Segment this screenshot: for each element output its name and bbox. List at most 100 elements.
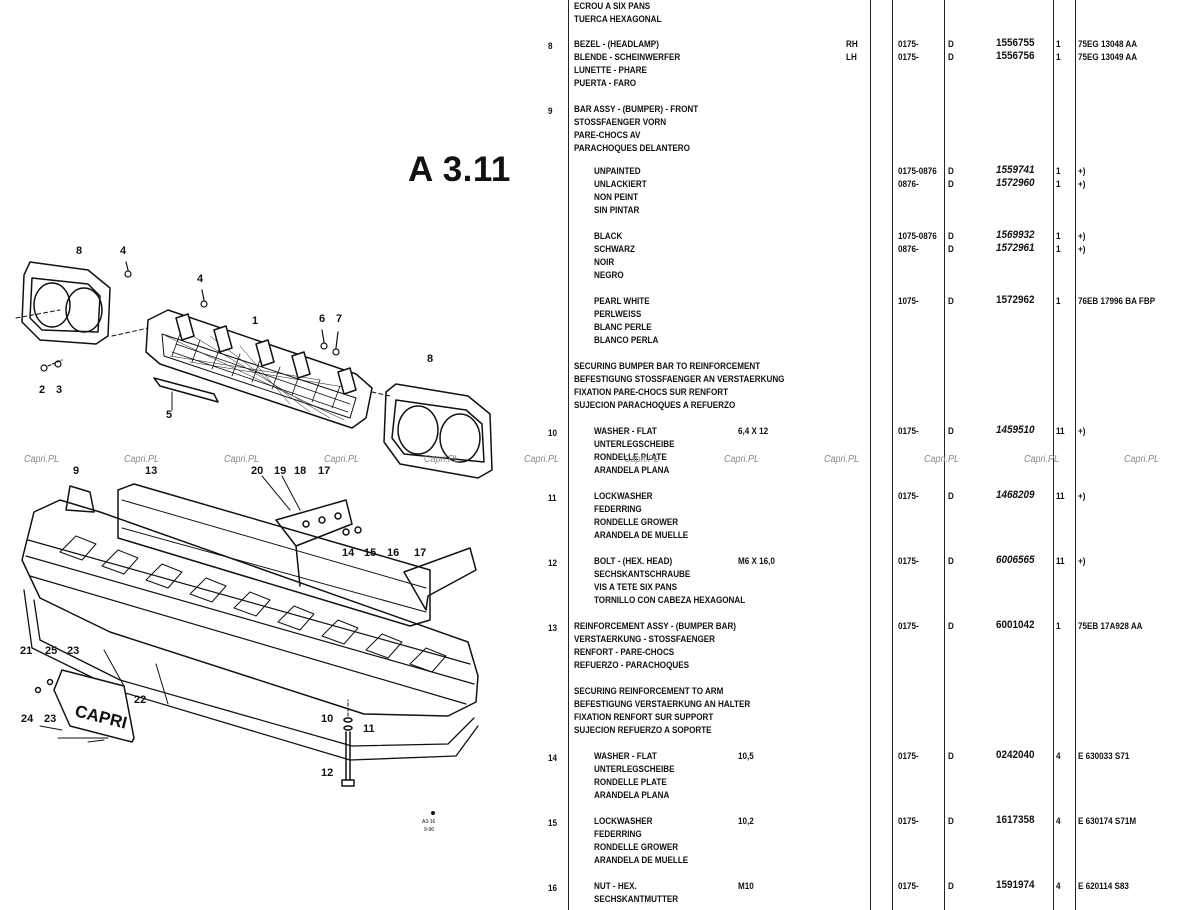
- watermark: Capri.PL: [123, 454, 159, 465]
- watermark: Capri.PL: [23, 454, 59, 465]
- engineering-number: +): [1078, 556, 1086, 566]
- watermark: Capri.PL: [1123, 454, 1159, 465]
- callout-label: 25: [45, 645, 57, 657]
- watermark: Capri.PL: [523, 454, 559, 465]
- description-line: LOCKWASHER: [594, 491, 653, 501]
- engineering-number: +): [1078, 491, 1086, 501]
- engineering-number: 75EB 17A928 AA: [1078, 621, 1143, 631]
- watermark: Capri.PL: [223, 454, 259, 465]
- callout-label: 13: [145, 465, 157, 477]
- callout-label: 5: [166, 409, 172, 421]
- description-line: UNPAINTED: [594, 166, 641, 176]
- description-line: BEFESTIGUNG VERSTAERKUNG AN HALTER: [574, 698, 751, 709]
- description-line: UNLACKIERT: [594, 178, 647, 189]
- description-line: FEDERRING: [594, 828, 642, 839]
- description-line: BLACK: [594, 231, 623, 241]
- callout-label: 2: [39, 384, 45, 396]
- market-code: D: [948, 881, 954, 891]
- engineering-number: E 620114 S83: [1078, 881, 1129, 891]
- callout-label: 24: [21, 713, 34, 725]
- description-line: NON PEINT: [594, 191, 639, 202]
- description-line: STOSSFAENGER VORN: [574, 116, 667, 127]
- callout-label: 21: [20, 645, 32, 657]
- description-line: RONDELLE PLATE: [594, 776, 667, 787]
- description-line: BLENDE - SCHEINWERFER: [574, 51, 681, 62]
- part-number: 1572960: [996, 176, 1035, 189]
- description-line: SUJECION REFUERZO A SOPORTE: [574, 724, 712, 735]
- callout-label: 14: [342, 547, 355, 559]
- part-number: 1459510: [996, 424, 1035, 436]
- engineering-number: 75EG 13049 AA: [1078, 51, 1138, 62]
- quantity: 1: [1056, 621, 1061, 631]
- watermark: Capri.PL: [623, 454, 659, 465]
- part-number: 1591974: [996, 879, 1035, 891]
- description-line: BEFESTIGUNG STOSSFAENGER AN VERSTAERKUNG: [574, 373, 785, 384]
- callout-label: 15: [364, 547, 376, 559]
- date-range: 1075-0876: [898, 231, 937, 241]
- watermark: Capri.PL: [323, 454, 359, 465]
- description-line: UNTERLEGSCHEIBE: [594, 763, 675, 774]
- engineering-number: +): [1078, 243, 1086, 254]
- column-rule: [1053, 0, 1054, 910]
- quantity: 1: [1056, 296, 1061, 306]
- description-line: PARE-CHOCS AV: [574, 129, 641, 140]
- date-range: 0175-: [898, 751, 919, 761]
- engineering-number: +): [1078, 231, 1086, 241]
- description-line: WASHER - FLAT: [594, 751, 657, 761]
- description-line: FIXATION RENFORT SUR SUPPORT: [574, 711, 714, 722]
- quantity: 1: [1056, 166, 1061, 176]
- engineering-number: +): [1078, 166, 1086, 176]
- description-line: RENFORT - PARE-CHOCS: [574, 646, 675, 657]
- item-ref-number: 11: [548, 493, 557, 503]
- engineering-number: 75EG 13048 AA: [1078, 39, 1138, 49]
- callout-label: 9: [73, 465, 79, 477]
- plate-id: A 3.11: [408, 150, 511, 189]
- date-range: 0175-0876: [898, 166, 937, 176]
- market-code: D: [948, 491, 954, 501]
- description-line: SECURING BUMPER BAR TO REINFORCEMENT: [574, 361, 761, 371]
- part-number: 1572962: [996, 294, 1035, 306]
- callout-label: 1: [252, 315, 258, 327]
- quantity: 1: [1056, 178, 1061, 189]
- bolt-stack: [341, 699, 355, 787]
- quantity: 4: [1056, 881, 1061, 891]
- callout-label: 19: [274, 465, 286, 477]
- item-ref-number: 8: [548, 41, 553, 51]
- item-ref-number: 9: [548, 106, 553, 116]
- description-line: FEDERRING: [594, 503, 642, 514]
- description-line: BOLT - (HEX. HEAD): [594, 556, 673, 566]
- watermark: Capri.PL: [823, 454, 859, 465]
- description-line: UNTERLEGSCHEIBE: [594, 438, 675, 449]
- description-line: SECHSKANTSCHRAUBE: [594, 568, 691, 579]
- engineering-number: +): [1078, 426, 1086, 436]
- description-line: TORNILLO CON CABEZA HEXAGONAL: [594, 594, 746, 605]
- watermark: Capri.PL: [923, 454, 959, 465]
- side-marker: RH: [846, 39, 858, 49]
- description-line: REINFORCEMENT ASSY - (BUMPER BAR): [574, 621, 737, 631]
- number-plate-assembly: CAPRI: [34, 649, 169, 743]
- grille-clips: [153, 377, 219, 411]
- market-code: D: [948, 816, 954, 826]
- description-line: BLANCO PERLA: [594, 334, 659, 345]
- part-number: 1617358: [996, 814, 1035, 826]
- callout-label: 4: [197, 273, 204, 285]
- right-bezel: [383, 383, 493, 479]
- reinforcement-bar: [117, 483, 431, 627]
- part-number: 0242040: [996, 749, 1035, 761]
- description-line: FIXATION PARE-CHOCS SUR RENFORT: [574, 386, 729, 397]
- callout-label: 7: [336, 313, 342, 325]
- description-line: TUERCA HEXAGONAL: [574, 13, 662, 24]
- item-ref-number: 13: [548, 623, 558, 633]
- date-range: 0175-: [898, 39, 919, 49]
- size-spec: M10: [738, 881, 754, 891]
- column-rule: [944, 0, 945, 910]
- side-marker: LH: [846, 51, 857, 62]
- bumper-bar: [21, 485, 479, 761]
- quantity: 11: [1056, 426, 1065, 436]
- date-range: 0175-: [898, 491, 919, 501]
- description-line: LUNETTE - PHARE: [574, 64, 647, 75]
- quantity: 1: [1056, 51, 1061, 62]
- diagram-stamp-code: A3-16: [422, 819, 436, 825]
- item-ref-number: 14: [548, 753, 558, 763]
- description-line: SECHSKANTMUTTER: [594, 893, 679, 904]
